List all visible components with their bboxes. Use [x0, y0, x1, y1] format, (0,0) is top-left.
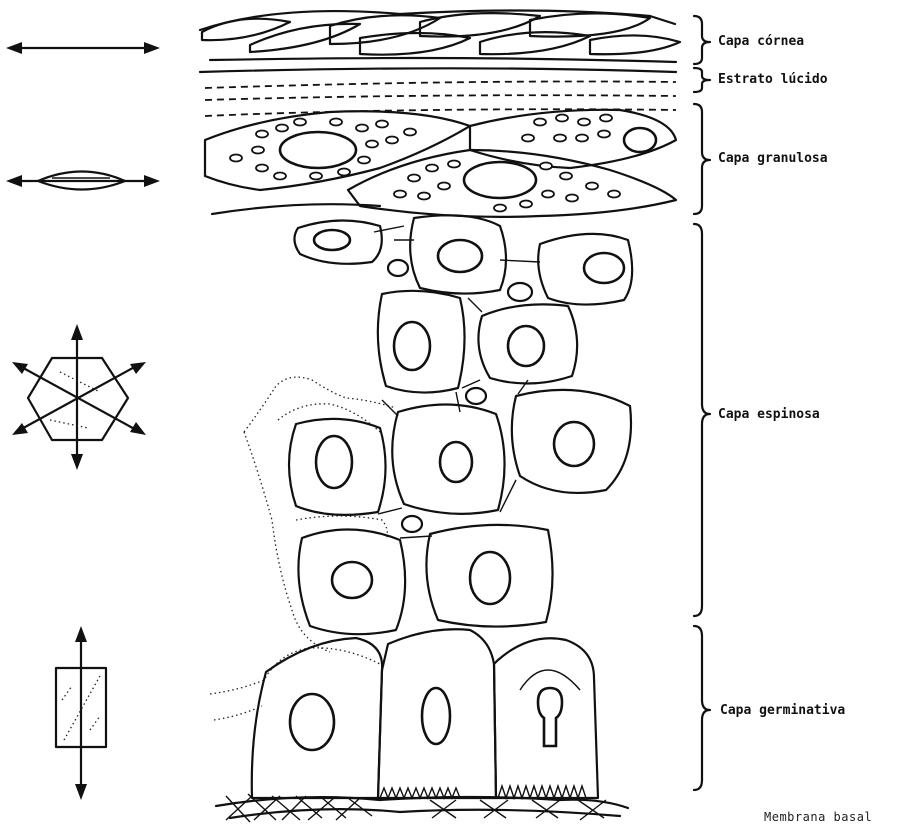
- spinosum-cells: [289, 215, 632, 634]
- nerve-ending-outline: [210, 377, 396, 720]
- hexagon-cell-arrows-icon: [12, 324, 146, 470]
- granulosum-cells: [205, 110, 676, 217]
- label-membrana-basal: Membrana basal: [764, 810, 872, 824]
- label-capa-granulosa: Capa granulosa: [718, 151, 828, 166]
- germinativa-cells: [252, 629, 598, 798]
- flat-cell-arrows-icon: [6, 42, 160, 54]
- keratohyalin-granules: [230, 115, 620, 212]
- label-capa-cornea: Capa córnea: [718, 34, 804, 49]
- column-cell-arrows-icon: [56, 626, 106, 800]
- lens-cell-arrows-icon: [6, 172, 160, 190]
- label-capa-germinativa: Capa germinativa: [720, 703, 845, 718]
- layer-braces: [694, 16, 710, 790]
- corneum-cells: [200, 11, 680, 73]
- label-estrato-lucido: Estrato lúcido: [718, 72, 828, 87]
- label-capa-espinosa: Capa espinosa: [718, 407, 820, 422]
